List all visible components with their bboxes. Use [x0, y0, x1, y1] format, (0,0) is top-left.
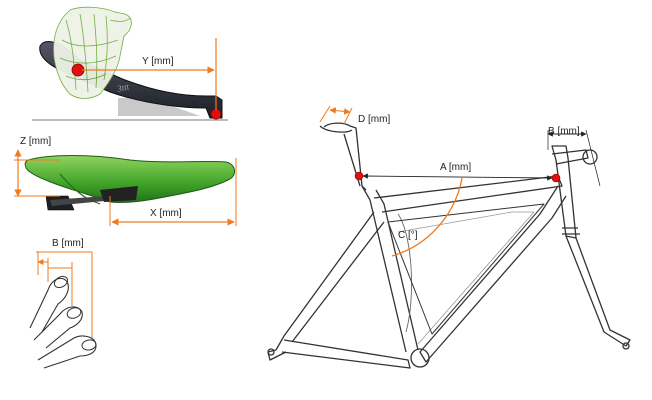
bar-shadow	[118, 98, 200, 116]
fingers-icon: B [mm]	[29, 238, 97, 369]
bar-brand-text: 3ttt	[115, 81, 131, 94]
seat-point-dot	[354, 171, 364, 181]
bar-end-dot	[210, 108, 222, 120]
hand	[53, 6, 132, 99]
c-deg-label: C [°]	[398, 230, 418, 241]
d-mm-label: D [mm]	[358, 114, 390, 125]
bike-frame-icon	[267, 122, 631, 369]
a-mm-label: A [mm]	[440, 162, 471, 173]
saddle-icon: Z [mm] X [mm]	[14, 136, 237, 226]
hand-on-bar-icon: 3ttt Y [mm]	[32, 6, 228, 121]
y-mm-label: Y [mm]	[142, 56, 174, 67]
c-angle: C [°]	[391, 177, 463, 257]
seat-post	[323, 122, 367, 191]
b-fingers-mm-label: B [mm]	[52, 238, 84, 249]
b-frame-dimension: B [mm]	[547, 126, 601, 187]
saddle-shell	[24, 155, 235, 203]
z-mm-label: Z [mm]	[20, 136, 51, 147]
d-dimension: D [mm]	[319, 105, 390, 125]
b-frame-mm-label: B [mm]	[548, 126, 580, 137]
head-point-dot	[551, 173, 561, 183]
a-dimension: A [mm]	[362, 162, 553, 181]
x-mm-label: X [mm]	[150, 208, 182, 219]
